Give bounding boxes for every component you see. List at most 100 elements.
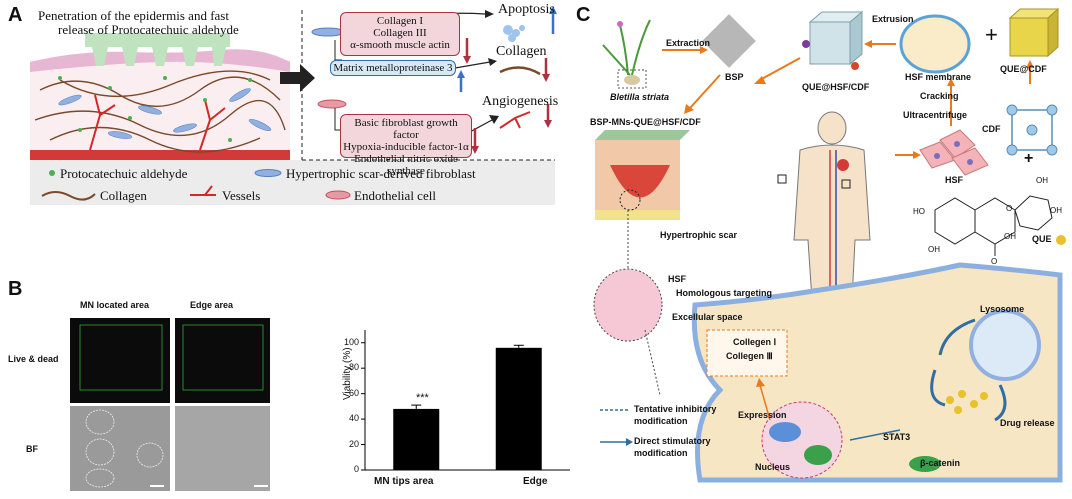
bletilla-plant xyxy=(602,19,651,89)
bf-edge-image xyxy=(175,406,270,491)
que-hsf-cdf-label: QUE@HSF/CDF xyxy=(802,82,870,92)
bf-mn-image xyxy=(70,406,170,491)
patch-base xyxy=(85,33,230,47)
pca-dot xyxy=(78,128,82,132)
hypertrophic-scar-label: Hypertrophic scar xyxy=(660,230,738,240)
root xyxy=(624,75,640,85)
pca-dot xyxy=(128,116,132,120)
collagen3-label: Collegen Ⅲ xyxy=(726,351,773,361)
arrowhead xyxy=(1026,60,1034,68)
pca-dots xyxy=(58,76,252,142)
hsf-cells xyxy=(919,129,989,176)
live-dead-grid xyxy=(79,324,264,391)
chart-y-tick-label: 100 xyxy=(343,336,359,347)
col-edge-label: Edge area xyxy=(190,300,234,310)
mn-outline xyxy=(85,468,115,488)
cdf-node xyxy=(1026,124,1038,136)
que-legend-dot xyxy=(1056,235,1066,245)
arrowhead xyxy=(485,10,494,18)
cdf-node xyxy=(1046,144,1058,156)
arrow-orange xyxy=(689,74,721,109)
needle xyxy=(182,47,198,66)
bsp-mns-label: BSP-MNs-QUE@HSF/CDF xyxy=(590,117,701,127)
stem xyxy=(631,19,651,76)
torso xyxy=(793,144,871,301)
apoptotic-bodies xyxy=(503,25,525,42)
bsp-label: BSP xyxy=(725,72,744,82)
arrowhead xyxy=(471,146,479,154)
cube-side xyxy=(1047,7,1059,58)
ho-label: HO xyxy=(913,207,925,216)
nucleus-dot xyxy=(954,141,960,147)
mn-outline xyxy=(85,409,115,435)
fragment xyxy=(508,34,516,42)
que-cdf-cube xyxy=(1008,7,1060,58)
arrowhead xyxy=(700,46,708,54)
patch-top xyxy=(595,130,690,140)
fibroblast xyxy=(58,94,82,106)
expression-label: Expression xyxy=(738,410,787,420)
stat3-label: STAT3 xyxy=(883,432,911,442)
que-dot xyxy=(980,392,988,400)
hsf-membrane-label: HSF membrane xyxy=(905,72,972,82)
que-hsf-cdf-particle xyxy=(802,10,864,70)
lysosome-label: Lysosome xyxy=(980,304,1025,314)
cdf-node xyxy=(1046,104,1058,116)
que-cdf-label: QUE@CDF xyxy=(1000,64,1047,74)
extrusion-label: Extrusion xyxy=(872,14,914,24)
o-label-1: O xyxy=(1006,204,1013,213)
enos-line: Endothelial nitric oxide synthase xyxy=(354,153,458,177)
grid-box xyxy=(79,324,163,391)
big-right-arrow xyxy=(280,64,315,92)
row-bf-label: BF xyxy=(26,444,38,454)
que-dot xyxy=(958,390,966,398)
que-dot xyxy=(946,396,954,404)
marker-box xyxy=(841,179,851,189)
collagen-fibre-icon xyxy=(499,66,541,76)
arrowhead xyxy=(756,378,765,387)
arrowhead xyxy=(913,151,921,159)
flower xyxy=(617,21,623,27)
arrowhead xyxy=(542,74,550,82)
panel-c-letter: C xyxy=(576,4,591,26)
microneedle-patch xyxy=(85,33,230,66)
chart-xlabel-edge: Edge xyxy=(523,476,548,487)
arrowhead xyxy=(488,58,497,66)
legend-pca-dot xyxy=(49,170,55,176)
root-inset xyxy=(617,69,647,89)
stat3-blob xyxy=(769,422,801,442)
blue-arrow xyxy=(930,369,946,407)
mmp3-box: Matrix metalloproteinase 3 xyxy=(330,60,456,76)
vessels xyxy=(89,94,226,151)
mn-outline xyxy=(85,438,115,466)
cube-face xyxy=(1009,17,1049,57)
ring xyxy=(1014,195,1053,231)
live-dead-edge-image xyxy=(175,318,270,403)
needle xyxy=(212,47,226,66)
fragment xyxy=(519,25,525,31)
beta-catenin-shape xyxy=(909,456,941,472)
oh-label-3: OH xyxy=(928,245,940,254)
chart-y-tick-label: 20 xyxy=(348,438,359,449)
scar-tissue xyxy=(610,165,670,198)
arrow-expression xyxy=(759,384,771,421)
legend-vessel-icon xyxy=(190,185,216,196)
fibroblast xyxy=(248,118,272,132)
arrowhead xyxy=(864,40,872,48)
panel-a-letter: A xyxy=(8,4,23,26)
que-dot xyxy=(954,406,962,414)
skin-scar-block xyxy=(595,130,690,220)
stem xyxy=(602,44,631,76)
chart-y-tick-label: 0 xyxy=(353,464,359,474)
fibroblast xyxy=(173,123,197,133)
collagen-label: Collagen xyxy=(496,44,547,59)
fibre xyxy=(34,99,286,137)
arrowhead xyxy=(457,70,465,78)
col-mn-label: MN located area xyxy=(80,300,150,310)
arrowhead xyxy=(684,104,694,114)
connector xyxy=(334,108,342,131)
stat3-line xyxy=(849,429,901,441)
alpha-sma-line: α-smooth muscle actin xyxy=(350,39,450,51)
vessel xyxy=(199,99,226,151)
bletilla-label: Bletilla striata xyxy=(610,92,670,102)
